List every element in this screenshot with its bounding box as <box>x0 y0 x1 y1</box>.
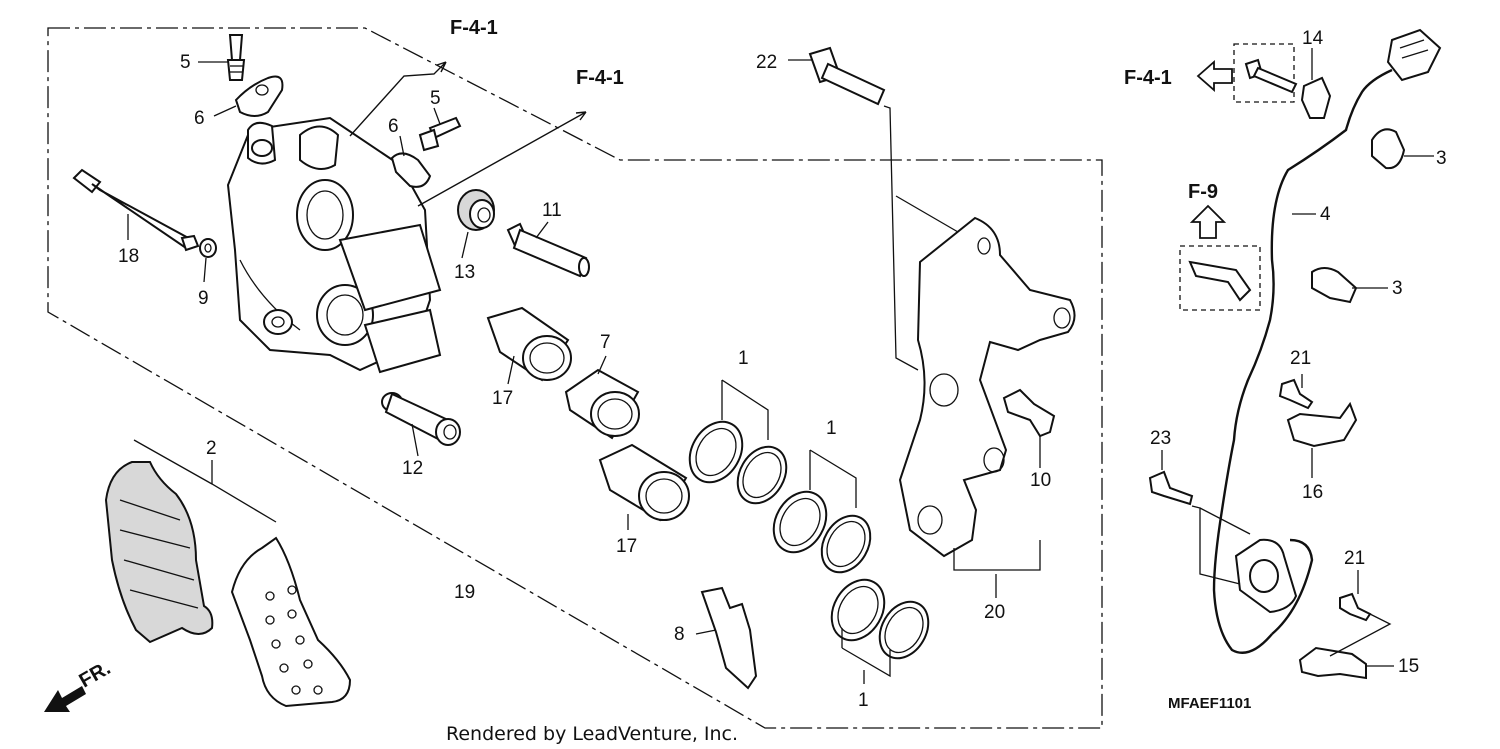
label-17-upper: 17 <box>492 388 513 409</box>
label-13: 13 <box>454 262 475 283</box>
wire-clip-top <box>1300 76 1332 119</box>
label-8: 8 <box>674 624 685 645</box>
caliper-pin <box>506 222 590 278</box>
caliper-body <box>226 116 442 374</box>
label-10: 10 <box>1030 470 1051 491</box>
label-9: 9 <box>198 288 209 309</box>
clip-bolt <box>1244 58 1298 94</box>
label-5-right: 5 <box>430 88 441 109</box>
caliper-assembly-boundary <box>47 27 1103 729</box>
label-20: 20 <box>984 602 1005 623</box>
label-21-upper: 21 <box>1290 348 1311 369</box>
label-19: 19 <box>454 582 475 603</box>
brake-pad-front <box>104 461 214 644</box>
label-18: 18 <box>118 246 139 267</box>
grommet-top <box>1371 128 1406 170</box>
washer <box>199 238 217 258</box>
ref-f41-top: F-4-1 <box>450 17 498 39</box>
label-7-visible: 7 <box>600 332 611 353</box>
label-21-lower: 21 <box>1344 548 1365 569</box>
bleeder-valve-left <box>226 34 246 81</box>
label-17-lower: 17 <box>616 536 637 557</box>
wire-clip-bottom <box>1298 646 1367 680</box>
label-3-mid: 3 <box>1392 278 1403 299</box>
label-14: 14 <box>1302 28 1324 49</box>
label-6-left: 6 <box>194 108 205 129</box>
pad-spring <box>700 586 758 690</box>
piston-seal-set-3 <box>830 578 930 660</box>
label-1-a: 1 <box>738 348 749 369</box>
caliper-pin-lower <box>381 392 461 446</box>
mounting-bolt <box>808 46 886 106</box>
ref-f41-right: F-4-1 <box>1124 67 1172 89</box>
piston-middle <box>564 368 640 440</box>
piston-seal-set-2 <box>772 490 872 574</box>
label-16: 16 <box>1302 482 1323 503</box>
label-12: 12 <box>402 458 423 479</box>
label-15: 15 <box>1398 656 1419 677</box>
pad-retainer <box>1002 388 1056 438</box>
slide-pin <box>72 168 200 252</box>
label-4: 4 <box>1320 204 1331 225</box>
label-3-top: 3 <box>1436 148 1447 169</box>
label-6-right: 6 <box>388 116 399 137</box>
label-11: 11 <box>542 200 562 221</box>
f9-clip <box>1188 260 1252 302</box>
render-credit: Rendered by LeadVenture, Inc. <box>446 723 738 745</box>
label-1-b: 1 <box>826 418 837 439</box>
sensor-wire <box>1212 68 1393 654</box>
sensor-stay <box>1286 401 1358 448</box>
ref-f41-mid: F-4-1 <box>576 67 624 89</box>
stay-bolt-lower <box>1339 592 1372 622</box>
bleeder-cap-left <box>234 75 284 117</box>
bleeder-cap-right <box>390 152 432 188</box>
ref-f9: F-9 <box>1188 181 1218 203</box>
leader-lines <box>127 48 1434 684</box>
speed-sensor <box>1234 538 1298 614</box>
diagram-code: MFAEF1101 <box>1168 695 1251 712</box>
sensor-bolt <box>1148 470 1194 506</box>
pin-boot <box>457 189 495 231</box>
label-1-c: 1 <box>858 690 869 711</box>
f9-arrow-icon <box>1189 204 1227 239</box>
f41-mid-arrow-icon <box>417 111 587 207</box>
label-23: 23 <box>1150 428 1171 449</box>
sensor-connector <box>1386 28 1442 82</box>
label-5-left: 5 <box>180 52 191 73</box>
label-22: 22 <box>756 52 777 73</box>
bleeder-valve-right <box>418 116 462 152</box>
f41-top-arrow-icon <box>349 61 447 137</box>
clip-detail-box <box>1233 43 1295 103</box>
f9-detail-box <box>1179 245 1261 311</box>
piston-lower <box>598 443 690 522</box>
piston-upper <box>486 306 572 382</box>
label-2: 2 <box>206 438 217 459</box>
stay-bolt-upper <box>1278 378 1314 410</box>
front-direction-arrow <box>44 686 86 712</box>
grommet-mid <box>1311 267 1358 304</box>
f41-right-arrow-icon <box>1196 60 1233 92</box>
brake-pad-rear <box>230 536 352 708</box>
caliper-bracket <box>898 216 1076 558</box>
piston-seal-set-1 <box>688 420 788 505</box>
